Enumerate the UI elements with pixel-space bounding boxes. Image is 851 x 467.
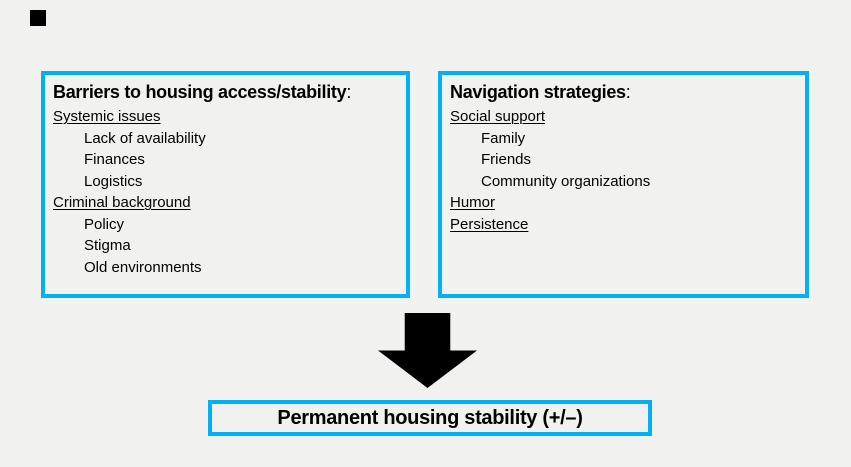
barriers-title-text: Barriers to housing access/stability: [53, 82, 347, 102]
list-item-policy: Policy: [84, 215, 125, 233]
outcome-label: Permanent housing stability (+/–): [277, 406, 583, 429]
list-item-social-support: Social support: [450, 108, 546, 125]
list-item-persistence: Persistence: [450, 215, 529, 233]
list-item-friends: Friends: [481, 151, 532, 168]
list-item-criminal-background: Criminal background: [53, 194, 191, 211]
barriers-box: Barriers to housing access/stability: Sy…: [41, 71, 410, 298]
strategies-title-text: Navigation strategies: [450, 82, 626, 102]
list-item-lack-of-availability: Lack of availability: [84, 129, 206, 147]
outcome-box: Permanent housing stability (+/–): [208, 400, 652, 436]
barriers-box-title: Barriers to housing access/stability:: [53, 80, 398, 104]
list-item-humor: Humor: [450, 194, 496, 211]
list-item-logistics: Logistics: [84, 172, 143, 190]
strategies-title-colon: :: [625, 82, 631, 102]
list-item-family: Family: [481, 129, 526, 147]
strategies-box-title: Navigation strategies:: [450, 80, 797, 104]
list-item-stigma: Stigma: [84, 237, 131, 254]
barriers-title-colon: :: [346, 82, 352, 102]
black-square-icon: [30, 10, 46, 26]
list-item-community-organizations: Community organizations: [481, 172, 651, 190]
list-item-finances: Finances: [84, 151, 145, 168]
down-arrow-icon: [378, 313, 477, 388]
list-item-old-environments: Old environments: [84, 258, 202, 276]
list-item-systemic-issues: Systemic issues: [53, 108, 161, 125]
